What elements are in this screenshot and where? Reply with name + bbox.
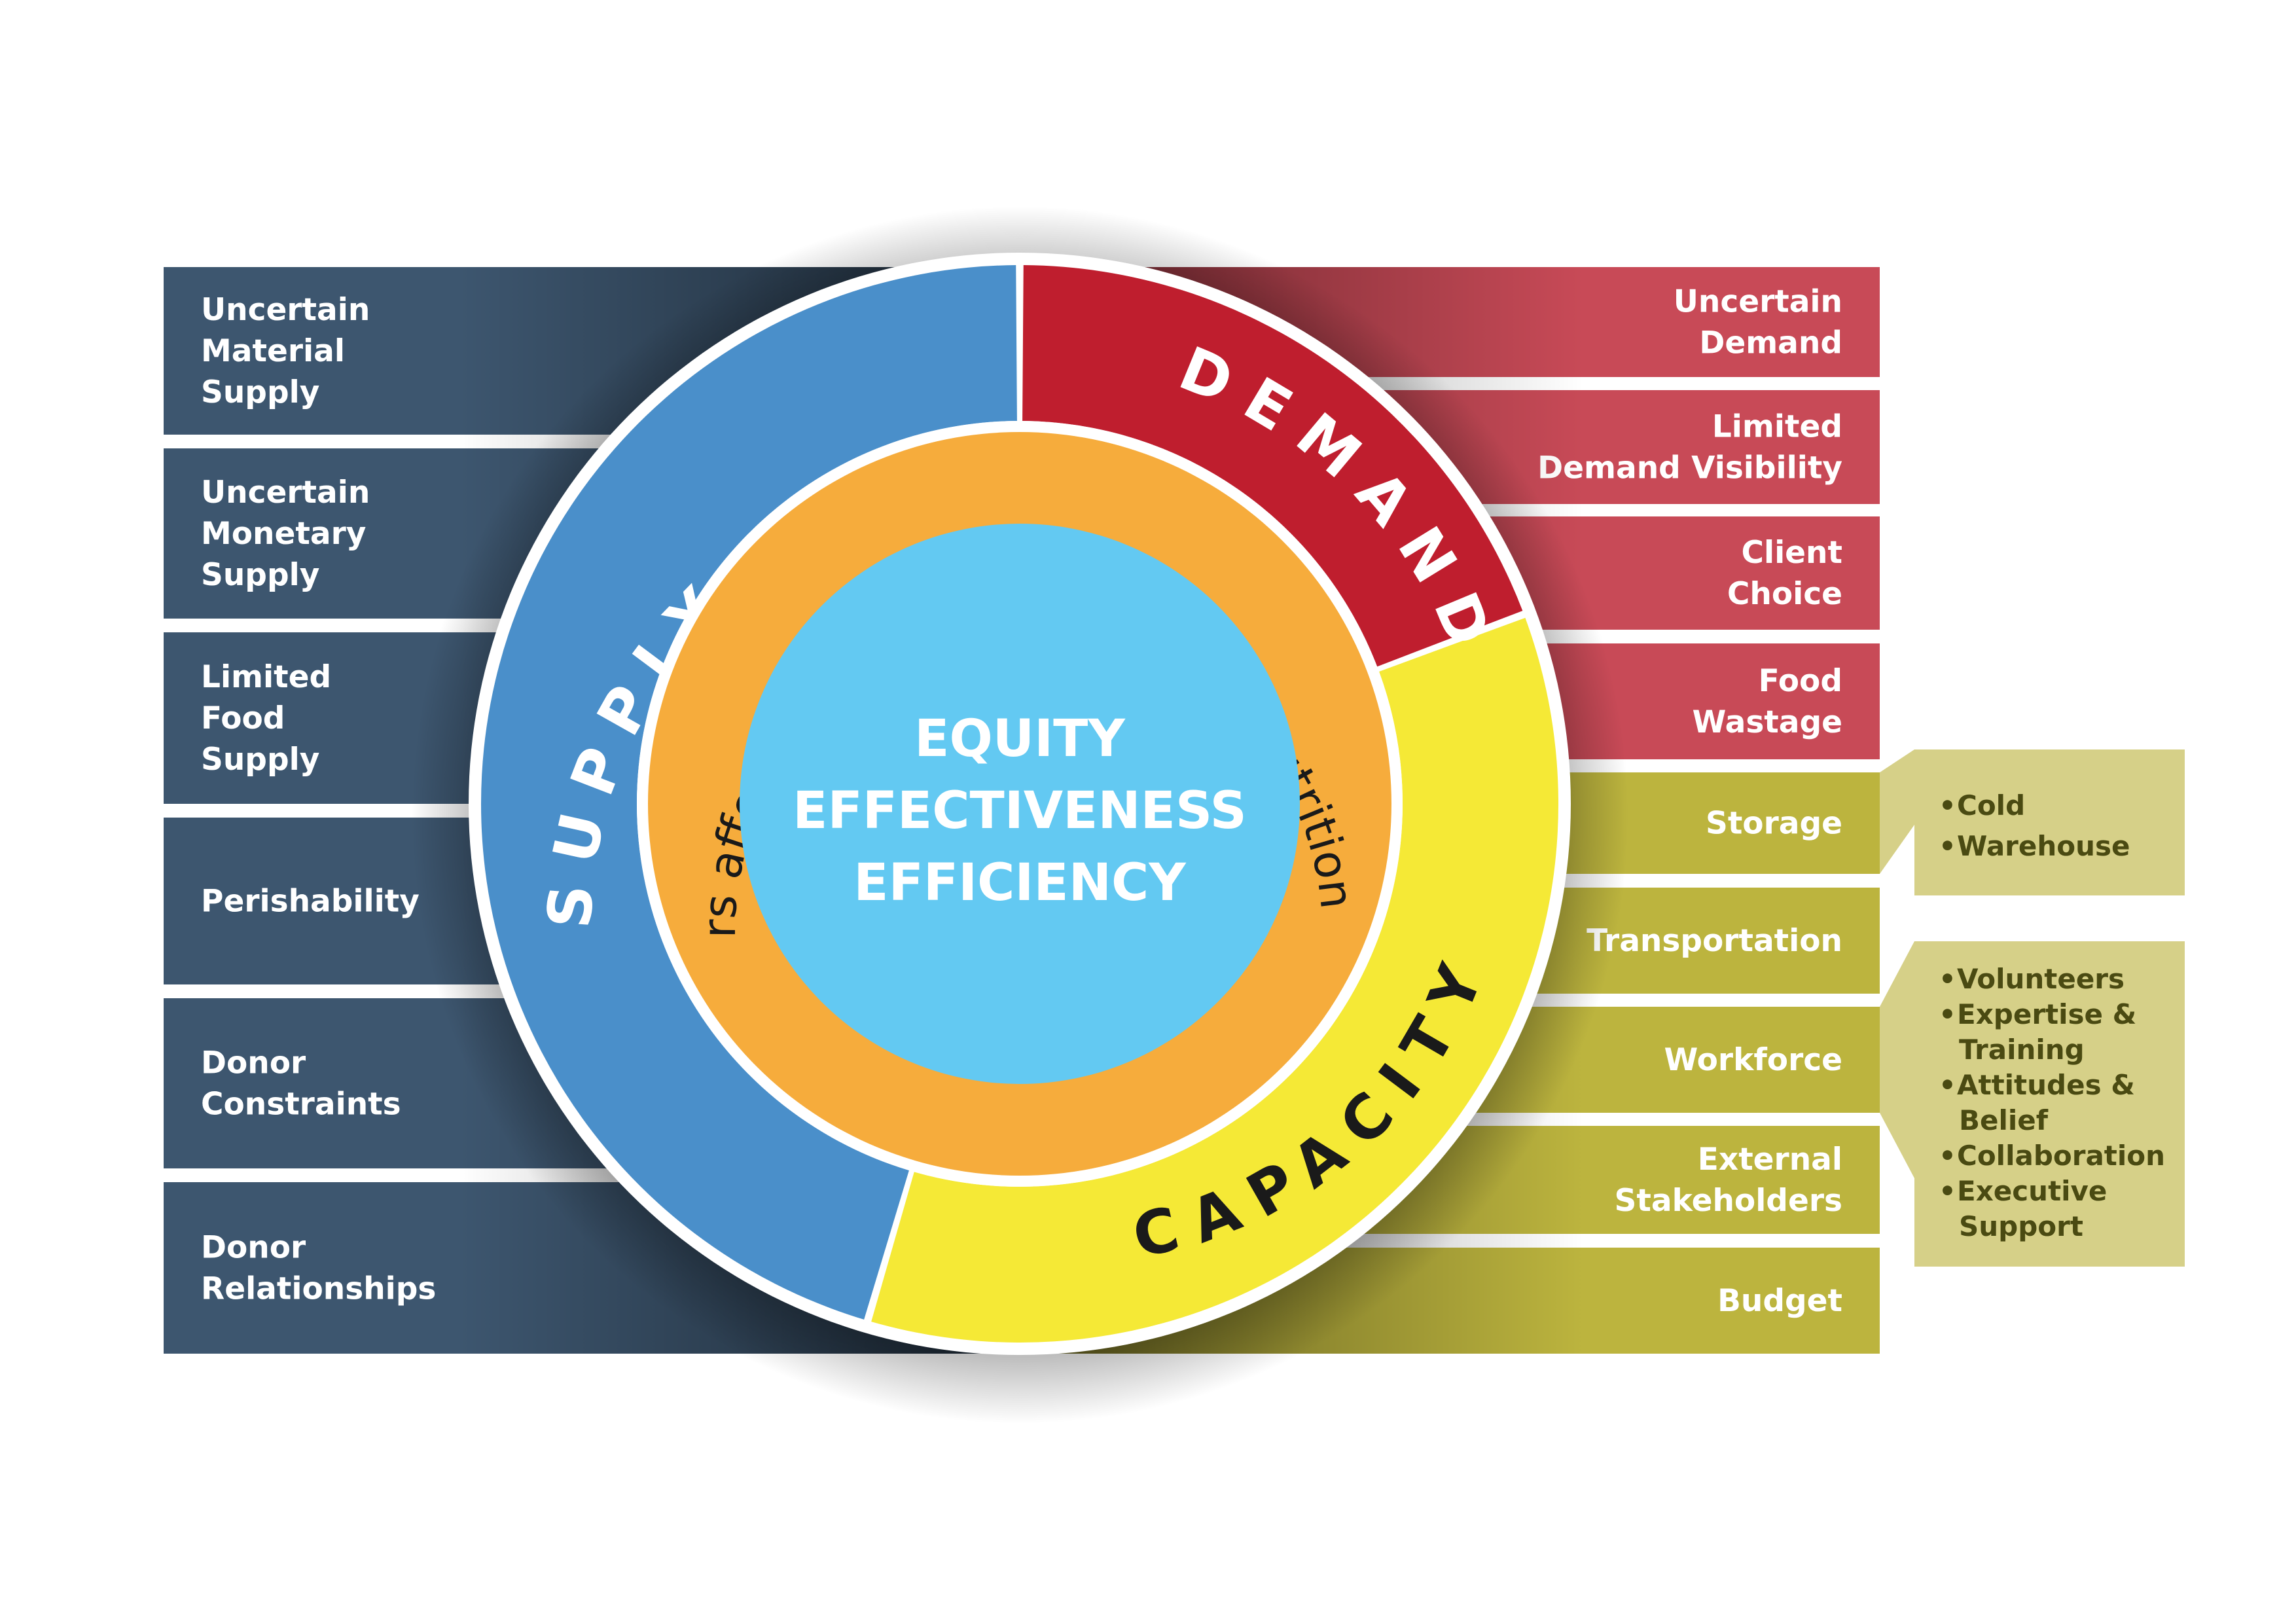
core-effectiveness: EFFECTIVENESS	[793, 782, 1247, 840]
callout-bullet: •	[1939, 1140, 1956, 1172]
workforce-detail: Collaboration	[1957, 1140, 2165, 1172]
core-equity: EQUITY	[914, 710, 1126, 768]
workforce-callout	[1880, 941, 2185, 1267]
supply-segment	[480, 265, 1017, 1320]
storage-callout	[1880, 749, 2185, 895]
workforce-detail: Attitudes &	[1957, 1069, 2135, 1101]
demand-segment	[1022, 265, 1523, 667]
supply-factor-label: Perishability	[201, 884, 420, 920]
core-circle	[740, 524, 1300, 1084]
capacity-segment	[871, 617, 1558, 1343]
workforce-detail: Support	[1959, 1210, 2083, 1242]
callout-bullet: •	[1939, 830, 1956, 862]
storage-detail: Cold	[1957, 789, 2025, 821]
capacity-factor-label: Transportation	[1587, 923, 1842, 959]
workforce-detail: Expertise &	[1957, 998, 2136, 1030]
core-efficiency: EFFICIENCY	[853, 854, 1187, 912]
capacity-factor-label: Workforce	[1664, 1042, 1842, 1078]
capacity-detail-callouts: •Cold•Warehouse•Volunteers•Expertise &Tr…	[1880, 749, 2185, 1267]
workforce-detail: Executive	[1957, 1175, 2107, 1207]
callout-bullet: •	[1939, 963, 1956, 995]
storage-detail: Warehouse	[1957, 830, 2130, 862]
workforce-detail: Belief	[1959, 1104, 2049, 1136]
workforce-detail: Training	[1959, 1034, 2085, 1066]
callout-bullet: •	[1939, 789, 1956, 821]
callout-bullet: •	[1939, 1175, 1956, 1207]
workforce-detail: Volunteers	[1957, 963, 2125, 995]
capacity-factor-label: Storage	[1706, 806, 1842, 842]
capacity-factor-label: Budget	[1717, 1283, 1842, 1319]
callout-bullet: •	[1939, 1069, 1956, 1101]
callout-bullet: •	[1939, 998, 1956, 1030]
